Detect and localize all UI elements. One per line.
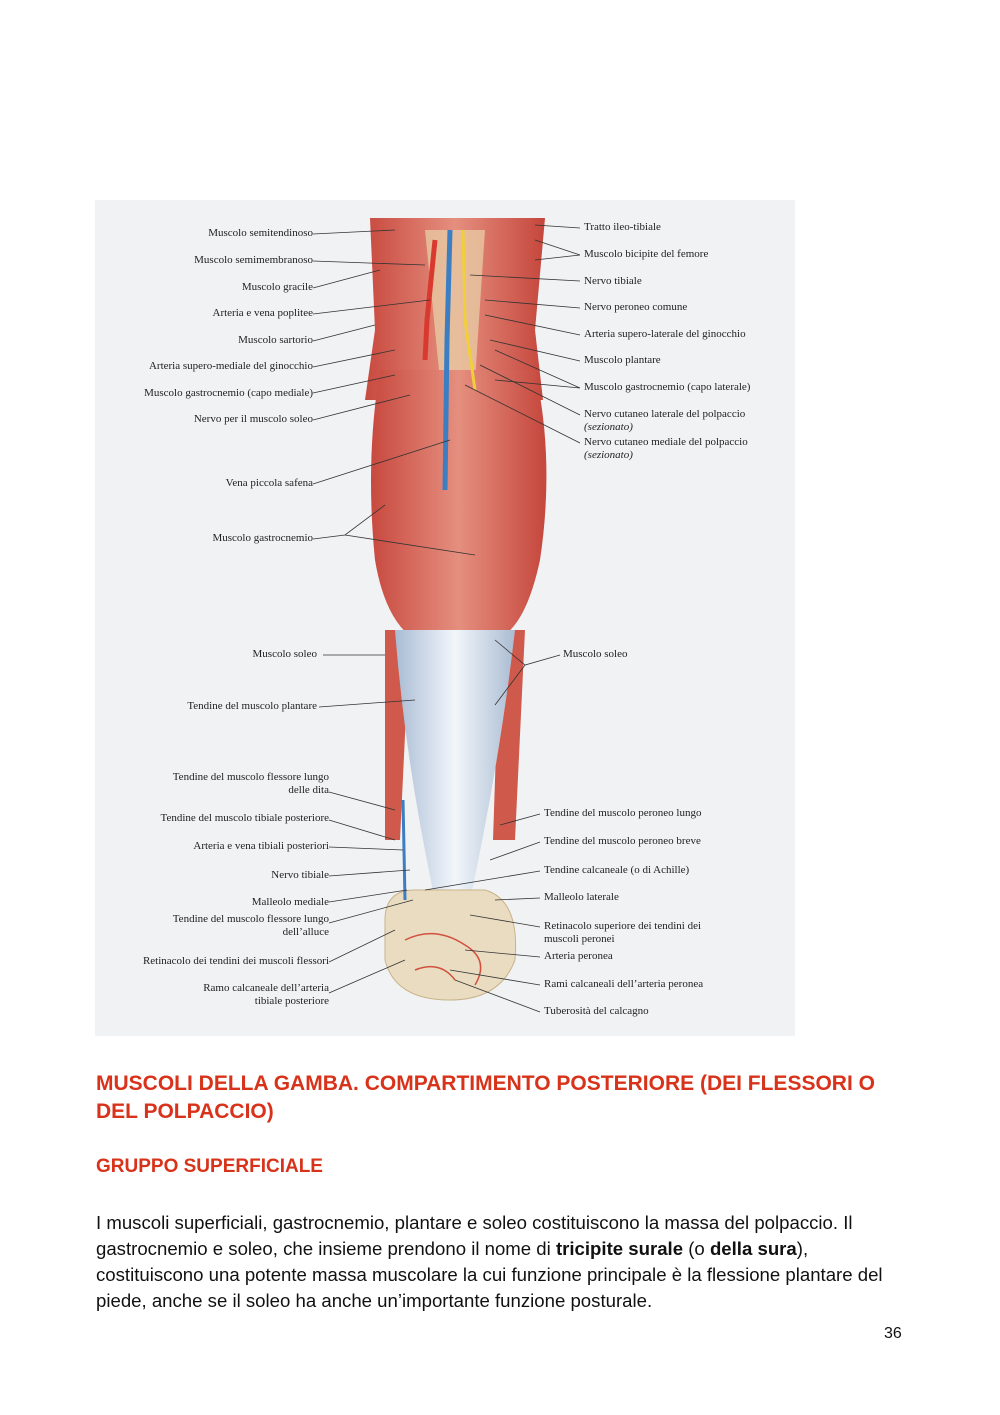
label-cutaneo-mediale-note: (sezionato) [584,449,633,461]
label-flessore-lungo-alluce-2: dell’alluce [282,926,329,938]
bold-term-sura: della sura [709,1238,797,1259]
section-heading: MUSCOLI DELLA GAMBA. COMPARTIMENTO POSTE… [96,1072,875,1123]
label-cutaneo-mediale: Nervo cutaneo mediale del polpaccio [584,436,748,448]
label-peroneo-lungo: Tendine del muscolo peroneo lungo [544,807,702,819]
calf-gastrocnemius [371,370,547,640]
label-gastrocnemio: Muscolo gastrocnemio [212,532,313,544]
label-tendine-plantare: Tendine del muscolo plantare [187,700,317,712]
heel-vessels [404,932,482,986]
label-arteria-supero-laterale: Arteria supero-laterale del ginocchio [584,328,746,340]
heel [384,889,517,1001]
label-retinacolo-flessori: Retinacolo dei tendini dei muscoli fless… [142,955,329,967]
label-sartorio: Muscolo sartorio [238,334,313,346]
label-semimembranoso: Muscolo semimembranoso [194,254,313,266]
label-arteria-peronea: Arteria peronea [544,950,613,962]
label-cutaneo-laterale-note: (sezionato) [584,421,633,433]
label-gracile: Muscolo gracile [241,281,313,293]
right-leader-lines [424,224,581,1013]
body-paragraph: I muscoli superficiali, gastrocnemio, pl… [96,1212,883,1311]
label-peroneo-breve: Tendine del muscolo peroneo breve [544,835,701,847]
label-soleo-right: Muscolo soleo [563,648,628,660]
label-semitendinoso: Muscolo semitendinoso [208,227,313,239]
label-muscolo-plantare: Muscolo plantare [584,354,661,366]
label-flessore-lungo-dita-2: delle dita [288,784,329,796]
label-ramo-calcaneale-2: tibiale posteriore [254,995,329,1007]
label-gastrocnemio-mediale: Muscolo gastrocnemio (capo mediale) [144,387,313,399]
leg-illustration [312,218,581,1013]
label-malleolo-laterale: Malleolo laterale [544,891,619,903]
label-rami-calcaneali: Rami calcaneali dell’arteria peronea [544,978,704,990]
label-nervo-tibiale-left: Nervo tibiale [271,869,329,881]
label-arteria-vena-tibiali: Arteria e vena tibiali posteriori [193,840,329,852]
label-soleo-left: Muscolo soleo [252,648,317,660]
label-cutaneo-laterale: Nervo cutaneo laterale del polpaccio [584,408,746,420]
popliteal-fossa [425,230,485,380]
label-tuberosita-calcagno: Tuberosità del calcagno [544,1005,649,1017]
label-bicipite-femore: Muscolo bicipite del femore [584,248,709,260]
label-retinacolo-peronei-2: muscoli peronei [544,933,615,945]
label-tendine-calcaneale: Tendine calcaneale (o di Achille) [544,864,690,876]
label-flessore-lungo-alluce: Tendine del muscolo flessore lungo [172,913,329,925]
page-number: 36 [884,1325,902,1342]
left-leader-lines [312,229,476,994]
bold-term-tricipite: tricipite surale [555,1238,684,1259]
tibial-nerve [461,229,477,391]
label-flessore-lungo-dita: Tendine del muscolo flessore lungo [172,771,329,783]
label-nervo-tibiale-right: Nervo tibiale [584,275,642,287]
label-nervo-soleo: Nervo per il muscolo soleo [193,413,313,425]
label-vena-piccola-safena: Vena piccola safena [225,477,313,489]
label-retinacolo-peronei: Retinacolo superiore dei tendini dei [544,920,702,932]
popliteal-artery [422,239,438,361]
anatomy-figure: Muscolo semitendinoso Muscolo semimembra… [95,200,795,1036]
achilles-tendon [395,630,515,900]
label-malleolo-mediale: Malleolo mediale [251,896,329,908]
small-saphenous-vein [442,229,453,491]
label-arteria-supero-mediale: Arteria supero-mediale del ginocchio [148,360,313,372]
section-subheading: GRUPPO SUPERFICIALE [96,1156,323,1177]
label-nervo-peroneo-comune: Nervo peroneo comune [584,301,688,313]
label-tratto-ileo-tibiale: Tratto ileo-tibiale [584,221,661,233]
label-gastrocnemio-laterale: Muscolo gastrocnemio (capo laterale) [584,381,751,393]
posterior-tibial-vessels [401,799,407,901]
label-ramo-calcaneale: Ramo calcaneale dell’arteria [203,982,329,994]
label-arteria-vena-poplitee: Arteria e vena poplitee [212,307,313,319]
label-tibiale-posteriore: Tendine del muscolo tibiale posteriore [160,812,329,824]
